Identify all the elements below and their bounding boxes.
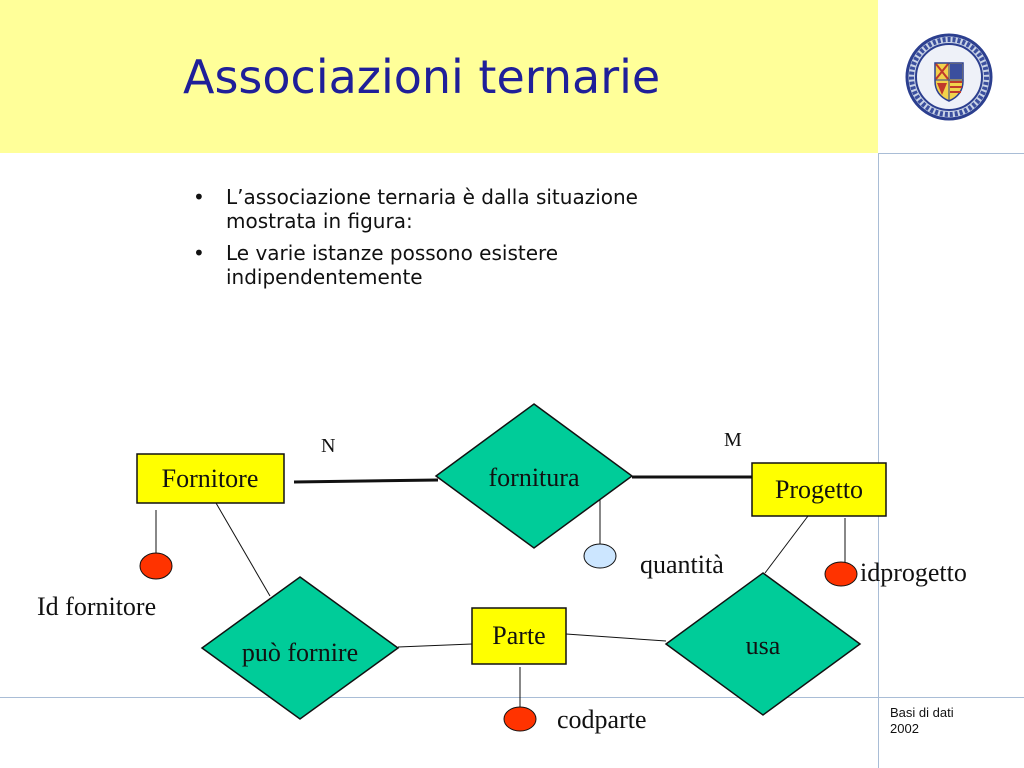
relationship-puo-fornire [200,576,400,720]
entity-parte-label: Parte [492,621,545,650]
bullet-item: • Le varie istanze possono esistere indip… [188,241,648,289]
footer: Basi di dati 2002 [890,705,1010,736]
entity-fornitore [136,453,285,504]
bullet-list: • L’associazione ternaria è dalla situazi… [188,185,648,297]
bullet-dot: • [193,241,205,265]
relationship-fornitura-label: fornitura [489,463,580,492]
entity-progetto [751,462,887,517]
top-right-rule [878,153,1024,154]
relationship-puo-fornire-label: può fornire [242,638,358,667]
link-fornitore-puo-fornire [215,502,271,597]
link-puo-fornire-parte [397,643,473,648]
cardinality-m: M [724,429,742,451]
relationship-fornitura [434,403,634,549]
relationship-usa [664,572,862,716]
bullet-item: • L’associazione ternaria è dalla situazi… [188,185,648,233]
right-rule [878,153,879,768]
bullet-text: Le varie istanze possono esistere indipe… [226,241,559,289]
attribute-idprogetto-label: idprogetto [860,558,967,587]
bottom-rule [0,697,1024,698]
footer-year: 2002 [890,720,919,736]
relationship-usa-label: usa [746,631,781,660]
footer-course: Basi di dati [890,705,954,720]
entity-fornitore-label: Fornitore [162,464,259,493]
bullet-dot: • [193,185,205,209]
attribute-idprogetto-marker [824,561,858,587]
link-usa-progetto [764,515,809,574]
attribute-id-fornitore-label: Id fornitore [37,592,156,621]
entity-parte [471,607,567,665]
university-seal-icon [905,33,993,121]
attribute-codparte-label: codparte [557,705,647,734]
title-band [0,0,878,153]
entity-progetto-label: Progetto [775,475,863,504]
attribute-quantita-marker [583,543,617,569]
bullet-text: L’associazione ternaria è dalla situazio… [226,185,638,233]
attribute-id-fornitore-marker [139,552,173,580]
link-parte-usa [565,633,667,642]
page-title: Associazioni ternarie [183,50,661,104]
attribute-codparte-marker [503,706,537,732]
link-fornitore-fornitura [293,478,439,484]
attribute-quantita-label: quantità [640,550,724,579]
cardinality-n: N [321,435,335,457]
